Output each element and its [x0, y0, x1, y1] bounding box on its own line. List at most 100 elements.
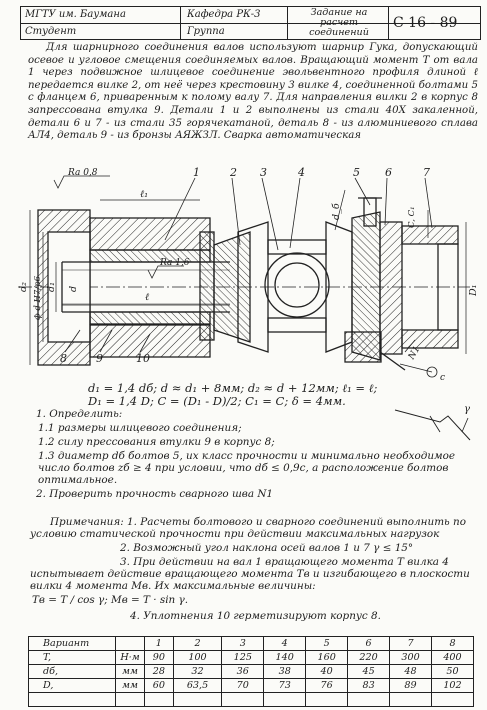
task-1-1: 1.1 размеры шлицевого соединения; [38, 422, 242, 434]
table-cell: 125 [221, 650, 265, 665]
task-heading: 1. Определить: [36, 408, 123, 420]
variants-table: Вариант 1 2 3 4 5 6 7 8 T, Н·м 90 100 12… [28, 636, 475, 707]
roughness-label-2: Ra 1,6 [159, 258, 190, 268]
table-cell: 76 [305, 678, 349, 693]
table-header-cell: 2 [172, 636, 223, 651]
table-cell: 140 [263, 650, 307, 665]
dim-D1: D₁ [468, 285, 479, 297]
dim-d: d [68, 286, 79, 292]
formula-line-1: d₁ = 1,4 dб; d ≈ d₁ + 8мм; d₂ ≈ d + 12мм… [88, 381, 378, 395]
table-header-cell: 7 [389, 636, 432, 651]
table-header-cell: 3 [221, 636, 265, 651]
table-row: dб, мм 28 32 36 38 40 45 48 50 [28, 664, 475, 679]
dim-l1: ℓ₁ [140, 189, 148, 200]
task-2: 2. Проверить прочность сварного шва N1 [36, 488, 274, 500]
table-row [28, 692, 475, 707]
student-label: Студент [25, 26, 77, 37]
table-cell: 89 [389, 678, 432, 693]
table-cell: 50 [430, 664, 475, 679]
task-1-2: 1.2 силу прессования втулки 9 в корпус 8… [38, 436, 275, 448]
table-cell: 73 [263, 678, 307, 693]
dim-l: ℓ [145, 292, 149, 303]
table-cell: 45 [347, 664, 391, 679]
dim-d2: d₂ [18, 282, 29, 292]
table-cell [389, 692, 432, 707]
task-title-3: соединений [309, 27, 369, 38]
callout-9: 9 [96, 352, 103, 365]
table-cell: 300 [389, 650, 432, 665]
table-cell: 400 [430, 650, 475, 665]
angle-label: γ [464, 404, 470, 415]
task-code: С 16 - 89 [393, 15, 458, 31]
table-cell: 63,5 [172, 678, 223, 693]
table-cell: мм [115, 678, 145, 693]
roughness-label-1: Ra 0,8 [67, 168, 98, 178]
table-cell: 160 [305, 650, 349, 665]
formula-line-2: D₁ = 1,4 D; C = (D₁ - D)/2; C₁ = C; δ = … [88, 394, 346, 408]
table-cell: 40 [305, 664, 349, 679]
table-cell: 32 [172, 664, 223, 679]
table-cell [305, 692, 349, 707]
table-cell [115, 692, 145, 707]
note-2: 2. Возможный угол наклона осей валов 1 и… [120, 542, 414, 554]
table-row: T, Н·м 90 100 125 140 160 220 300 400 [28, 650, 475, 665]
table-cell [144, 692, 174, 707]
callout-6: 6 [385, 166, 392, 179]
description-paragraph: Для шарнирного соединения валов использу… [28, 42, 478, 142]
dim-fit: ф d H7/p6 [33, 275, 43, 320]
table-cell: T, [28, 650, 116, 665]
callout-1: 1 [193, 166, 200, 179]
callout-3: 3 [260, 166, 267, 179]
table-cell: 60 [144, 678, 174, 693]
dim-d-bolt: d_б [331, 203, 342, 220]
table-cell [263, 692, 307, 707]
group-label: Группа [187, 26, 225, 37]
university-name: МГТУ им. Баумана [25, 9, 126, 20]
table-row: Вариант 1 2 3 4 5 6 7 8 [28, 636, 475, 651]
table-cell: 100 [172, 650, 223, 665]
department-label: Кафедра РК-3 [187, 9, 261, 20]
table-cell: 48 [389, 664, 432, 679]
table-cell: 90 [144, 650, 174, 665]
table-cell: 28 [144, 664, 174, 679]
table-cell: dб, [28, 664, 116, 679]
dim-d1: d₁ [46, 282, 57, 292]
callout-4: 4 [297, 166, 305, 179]
table-header-cell: Вариант [28, 636, 116, 651]
table-header-cell: 5 [305, 636, 349, 651]
table-cell: 36 [221, 664, 265, 679]
table-cell: 70 [221, 678, 265, 693]
table-cell: 83 [347, 678, 391, 693]
table-cell [347, 692, 391, 707]
table-cell: D, [28, 678, 116, 693]
task-title-1: Задание на [310, 7, 368, 18]
callout-7: 7 [423, 166, 430, 179]
table-row: D, мм 60 63,5 70 73 76 83 89 102 [28, 678, 475, 693]
table-cell [28, 692, 116, 707]
note-3-formulas: Tв = T / cos γ; Mв = T · sin γ. [32, 594, 189, 606]
table-header-cell [115, 636, 145, 651]
task-1-3: 1.3 диаметр dб болтов 5, их класс прочно… [38, 450, 456, 486]
title-block: МГТУ им. Баумана Студент Кафедра РК-3 Гр… [20, 6, 481, 40]
table-cell [221, 692, 265, 707]
dim-c1: C, C₁ [407, 206, 417, 228]
table-header-cell: 4 [263, 636, 307, 651]
table-cell: 38 [263, 664, 307, 679]
note-1: Примечания: 1. Расчеты болтового и сварн… [30, 516, 466, 540]
callout-10: 10 [136, 352, 150, 365]
table-cell [172, 692, 223, 707]
callout-8: 8 [60, 352, 67, 365]
task-title-2: расчет [320, 17, 358, 28]
note-3: 3. При действии на вал 1 вращающего моме… [30, 556, 470, 592]
table-header-cell: 6 [347, 636, 391, 651]
table-cell: Н·м [115, 650, 145, 665]
callout-2: 2 [229, 166, 237, 179]
table-cell: мм [115, 664, 145, 679]
table-header-cell: 1 [144, 636, 174, 651]
table-cell: 102 [430, 678, 475, 693]
table-cell: 220 [347, 650, 391, 665]
weld-c-label: c [440, 373, 445, 383]
callout-5: 5 [353, 166, 360, 179]
